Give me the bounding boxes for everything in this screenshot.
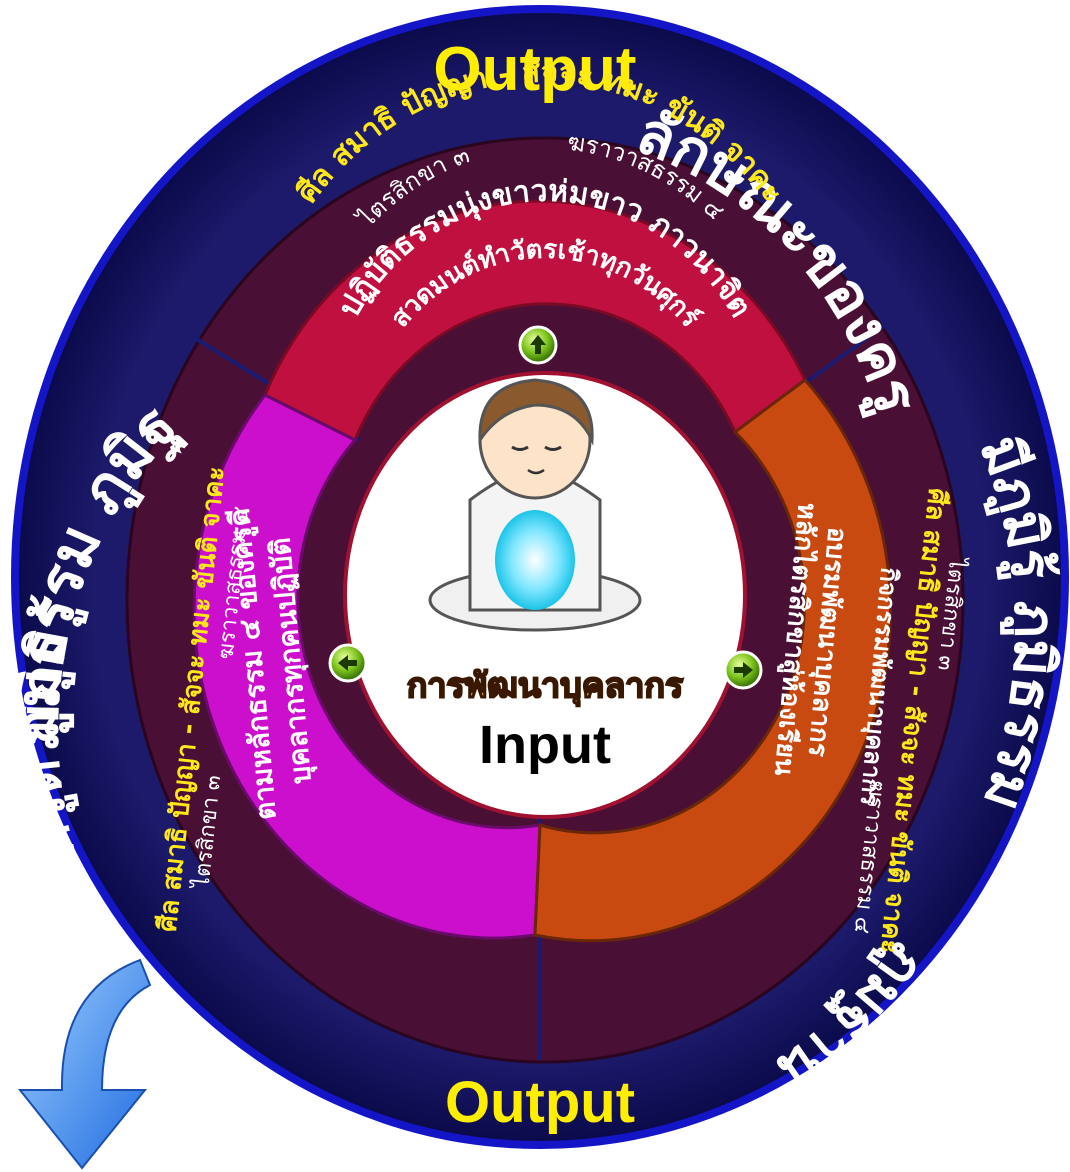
inner-segment-top: [263, 199, 807, 443]
meditating-child-icon: [428, 378, 642, 632]
output-top-label: Output: [433, 35, 636, 104]
arrow-right-icon[interactable]: [723, 650, 763, 690]
inner-segment-left: [192, 393, 542, 940]
curved-down-arrow-icon: [17, 958, 152, 1170]
center-title: การพัฒนาบุคลากร: [407, 666, 684, 707]
arrow-up-icon[interactable]: [518, 325, 558, 365]
output-bottom-label: Output: [445, 1070, 635, 1135]
inner-segment-right: [533, 377, 892, 943]
center-input-label: Input: [479, 715, 611, 775]
arrow-left-icon[interactable]: [328, 643, 368, 683]
